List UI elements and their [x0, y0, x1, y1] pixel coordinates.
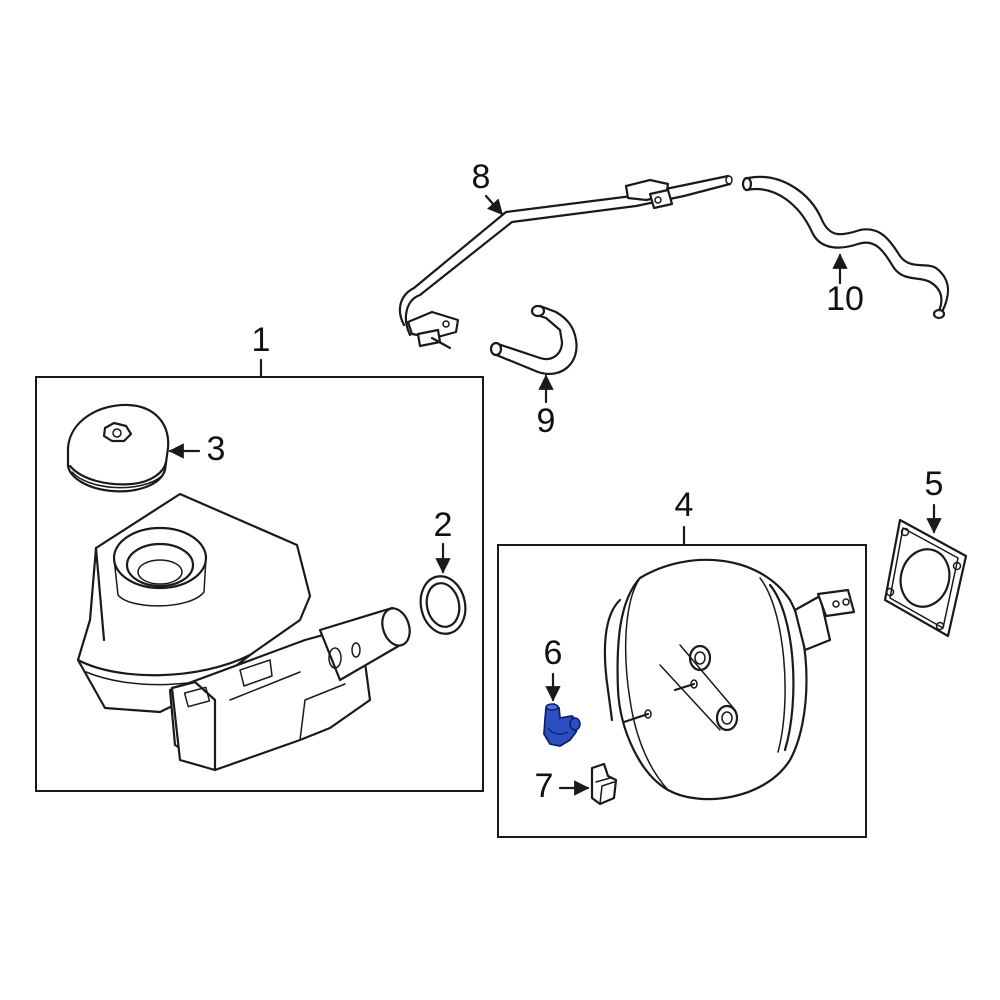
group-box-booster: [497, 544, 867, 838]
part-2-seal-ring[interactable]: [415, 572, 470, 638]
callout-9[interactable]: 9: [537, 402, 556, 440]
callout-7[interactable]: 7: [535, 767, 554, 805]
part-9-hose[interactable]: [489, 304, 578, 375]
callout-1[interactable]: 1: [252, 321, 271, 359]
callout-6[interactable]: 6: [544, 634, 563, 672]
part-8-vacuum-tube[interactable]: [398, 174, 733, 350]
part-7-grommet[interactable]: [590, 762, 618, 806]
part-10-vacuum-hose[interactable]: [741, 175, 950, 320]
callout-10[interactable]: 10: [826, 280, 864, 318]
part-6-check-valve[interactable]: [543, 702, 581, 747]
part-3-reservoir-cap[interactable]: [66, 403, 170, 493]
part-4-brake-booster[interactable]: [603, 558, 856, 801]
master-cylinder-reservoir[interactable]: [76, 492, 414, 772]
callout-3[interactable]: 3: [207, 430, 226, 468]
callout-5[interactable]: 5: [925, 465, 944, 503]
callout-8[interactable]: 8: [472, 158, 491, 196]
part-5-booster-gasket[interactable]: [883, 518, 968, 638]
callout-4[interactable]: 4: [675, 486, 694, 524]
callout-2[interactable]: 2: [434, 506, 453, 544]
group-box-master-cylinder: [35, 376, 484, 792]
